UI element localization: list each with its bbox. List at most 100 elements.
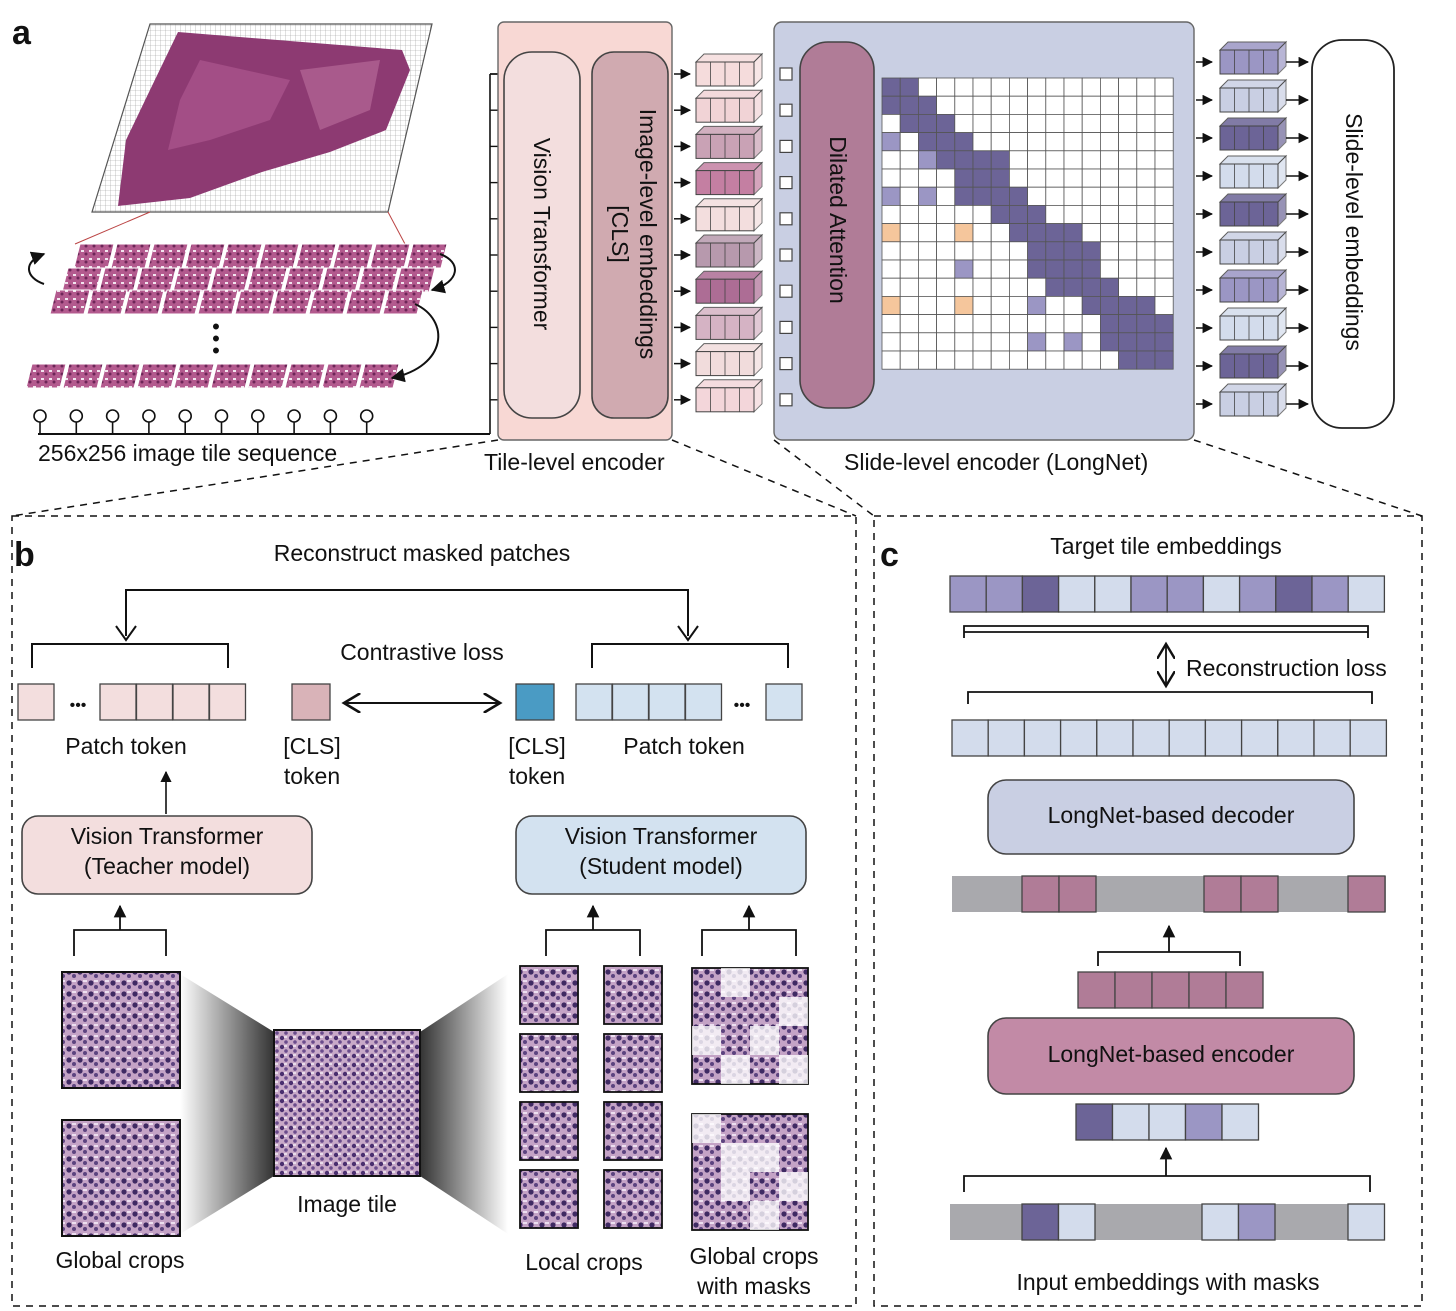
visible-input-embedding xyxy=(1347,1203,1386,1241)
attention-cell xyxy=(1009,95,1029,115)
attention-cell xyxy=(1100,259,1120,279)
target-embedding xyxy=(1130,575,1168,613)
attention-cell xyxy=(1100,150,1120,170)
image-tile-thumbnail xyxy=(61,267,103,293)
attention-cell xyxy=(954,168,974,188)
image-tile-thumbnail xyxy=(258,243,300,269)
attention-cell xyxy=(1063,259,1083,279)
attention-cell xyxy=(1136,332,1156,352)
cls-left-label-1: [CLS] xyxy=(283,733,341,759)
attention-cell xyxy=(1081,95,1101,115)
attention-cell xyxy=(1063,186,1083,206)
attention-cell xyxy=(1009,132,1029,152)
attention-cell xyxy=(1009,259,1029,279)
attention-cell xyxy=(1027,277,1047,297)
attention-cell xyxy=(1118,223,1138,243)
attention-cell xyxy=(1118,168,1138,188)
reconstructed-embedding xyxy=(1168,719,1207,757)
image-tile-thumbnail xyxy=(73,243,115,269)
attention-cell xyxy=(954,241,974,261)
encoder-input-embedding xyxy=(1148,1103,1187,1141)
attention-cell xyxy=(972,295,992,315)
attention-cell xyxy=(972,332,992,352)
local-crop xyxy=(519,1101,579,1161)
attention-cell xyxy=(1154,95,1174,115)
attention-cell xyxy=(881,114,901,134)
attention-cell xyxy=(899,332,919,352)
attention-cell xyxy=(1081,204,1101,224)
slide-embedding-cube-top xyxy=(1218,117,1288,127)
attention-cell xyxy=(899,241,919,261)
local-crop xyxy=(519,1169,579,1229)
attention-cell xyxy=(881,295,901,315)
reconstructed-embedding xyxy=(1023,719,1062,757)
attention-cell xyxy=(1154,132,1174,152)
teacher-patch-token xyxy=(172,683,210,721)
attention-cell xyxy=(1136,259,1156,279)
reconstructed-embedding xyxy=(1204,719,1243,757)
attention-cell xyxy=(899,314,919,334)
attention-cell xyxy=(1009,295,1029,315)
attention-cell xyxy=(1063,132,1083,152)
pin-head xyxy=(178,409,192,423)
dilated-attention-label: Dilated Attention xyxy=(825,136,851,304)
attention-cell xyxy=(1009,150,1029,170)
attention-cell xyxy=(1027,186,1047,206)
attention-cell xyxy=(1081,132,1101,152)
attention-cell xyxy=(990,350,1010,370)
attention-cell xyxy=(1063,295,1083,315)
attention-cell xyxy=(1118,295,1138,315)
panel-a-letter: a xyxy=(12,14,32,52)
attention-cell xyxy=(1154,350,1174,370)
attention-cell xyxy=(1136,241,1156,261)
attention-cell xyxy=(1027,295,1047,315)
tile-embedding-cube-top xyxy=(694,53,764,63)
decoder-box xyxy=(987,779,1355,855)
attention-cell xyxy=(1063,241,1083,261)
image-tile-thumbnail xyxy=(62,363,104,389)
slide-embedding-cube-top xyxy=(1218,79,1288,89)
local-crops-label: Local crops xyxy=(525,1249,643,1275)
slide-embedding-cube-top xyxy=(1218,193,1288,203)
whole-slide-image xyxy=(74,23,433,245)
attention-cell xyxy=(881,77,901,97)
image-tile xyxy=(273,1029,421,1177)
slide-input-square xyxy=(779,67,793,81)
left-patch-bracket xyxy=(31,643,229,668)
tile-dots: • xyxy=(212,326,220,351)
attention-cell xyxy=(990,168,1010,188)
image-tile-thumbnail xyxy=(197,289,239,315)
encoder-box xyxy=(987,1017,1355,1095)
attention-cell xyxy=(1154,241,1174,261)
encoder-output-embedding xyxy=(1077,971,1116,1009)
attention-cell xyxy=(1118,114,1138,134)
tile-embedding-cube-top xyxy=(694,343,764,353)
attention-cell xyxy=(990,241,1010,261)
attention-cell xyxy=(936,332,956,352)
image-tile-thumbnail xyxy=(357,267,399,293)
slide-embedding-cube-top xyxy=(1218,383,1288,393)
attention-cell xyxy=(881,95,901,115)
vision-transformer-label: Vision Transformer xyxy=(529,138,555,331)
attention-cell xyxy=(1118,350,1138,370)
image-level-embeddings-label: Image-level embeddings xyxy=(635,109,661,360)
attention-cell xyxy=(918,95,938,115)
attention-cell xyxy=(1154,114,1174,134)
local-crop xyxy=(603,1169,663,1229)
student-patch-token xyxy=(575,683,613,721)
attention-cell xyxy=(936,150,956,170)
image-tile-thumbnail xyxy=(160,289,202,315)
token-pins xyxy=(33,409,374,434)
student-patch-token xyxy=(765,683,803,721)
image-tile-thumbnail xyxy=(136,363,178,389)
teacher-cls-token xyxy=(291,683,331,721)
attention-cell xyxy=(972,241,992,261)
encoder-output-embedding xyxy=(1114,971,1153,1009)
image-tile-thumbnail xyxy=(172,267,214,293)
slide-input-squares xyxy=(779,67,793,407)
attention-cell xyxy=(1118,259,1138,279)
attention-cell xyxy=(918,350,938,370)
attention-cell xyxy=(1081,114,1101,134)
tile-embedding-cubes xyxy=(674,52,764,414)
attention-cell xyxy=(990,114,1010,134)
